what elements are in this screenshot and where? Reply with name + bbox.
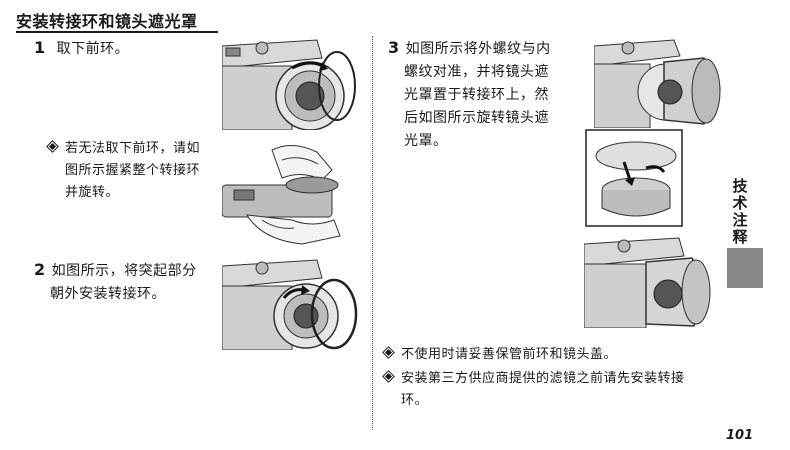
note-1-text: 不使用时请妥善保管前环和镜头盖。: [401, 347, 618, 362]
page-number: 101: [726, 428, 754, 443]
step-3: 3 如图所示将外螺纹与内 螺纹对准，并将镜头遮 光罩置于转接环上，然 后如图所示旋…: [388, 36, 588, 153]
title-underline: [16, 31, 218, 33]
step-2-number: 2: [34, 260, 46, 279]
step-1-note-line-3: 并旋转。: [65, 185, 120, 200]
side-label-char: 技: [732, 177, 748, 195]
step-2: 2 如图所示，将突起部分 朝外安装转接环。: [34, 258, 224, 306]
step-1-note-line-1: 若无法取下前环，请如: [65, 141, 201, 156]
step-2-text-line-2: 朝外安装转接环。: [50, 286, 166, 302]
hood-on-camera-illustration: [594, 38, 722, 128]
step-3-line-5: 光罩。: [404, 133, 448, 149]
step-3-line-1: 如图所示将外螺纹与内: [405, 41, 551, 57]
grip-ring-illustration: [222, 140, 362, 250]
notes-list: 不使用时请妥善保管前环和镜头盖。 安装第三方供应商提供的滤镜之前请先安装转接 环…: [382, 344, 724, 412]
step-1-note-line-2: 图所示握紧整个转接环: [65, 163, 201, 178]
side-label-char: 注: [732, 211, 748, 229]
step-2-text-line-1: 如图所示，将突起部分: [51, 263, 197, 279]
step-3-line-3: 光罩置于转接环上，然: [404, 87, 549, 103]
step-3-number: 3: [388, 38, 400, 57]
diamond-bullet-icon: [46, 140, 59, 153]
note-item: 不使用时请妥善保管前环和镜头盖。: [382, 344, 724, 366]
column-divider: [372, 36, 373, 430]
hood-attached-illustration: [584, 236, 724, 328]
note-2-line-1: 安装第三方供应商提供的滤镜之前请先安装转接: [401, 371, 685, 386]
attach-adapter-ring-illustration: [222, 258, 362, 350]
step-3-line-2: 螺纹对准，并将镜头遮: [404, 64, 549, 80]
step-1-text: 取下前环。: [56, 41, 130, 57]
section-title: 安装转接环和镜头遮光罩: [16, 12, 198, 31]
thread-alignment-illustration: [584, 128, 684, 228]
side-label-char: 释: [732, 228, 748, 246]
step-1: 1 取下前环。: [34, 36, 129, 61]
side-label-char: 术: [732, 194, 748, 212]
remove-front-ring-illustration: [222, 38, 362, 130]
note-item: 安装第三方供应商提供的滤镜之前请先安装转接: [382, 368, 724, 390]
side-section-label: 技 术 注 释: [732, 178, 748, 246]
step-3-line-4: 后如图所示旋转镜头遮: [404, 110, 549, 126]
diamond-bullet-icon: [382, 370, 395, 383]
section-tab-marker: [727, 248, 763, 288]
note-2-line-2: 环。: [401, 393, 429, 408]
step-1-note: 若无法取下前环，请如 图所示握紧整个转接环 并旋转。: [46, 138, 218, 204]
step-1-number: 1: [34, 38, 46, 57]
diamond-bullet-icon: [382, 346, 395, 359]
